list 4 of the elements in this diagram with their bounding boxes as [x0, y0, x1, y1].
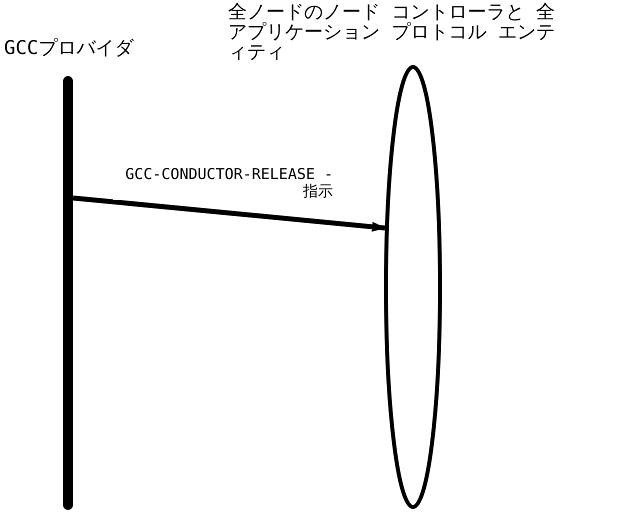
edge-label: GCC-CONDUCTOR-RELEASE -指示: [113, 166, 333, 200]
arrow: [72, 196, 386, 232]
participant-label: GCCプロバイダ: [4, 38, 135, 58]
participant-label: 全ノードのノード コントローラと 全アプリケーション プロトコル エンティティ: [228, 2, 556, 62]
